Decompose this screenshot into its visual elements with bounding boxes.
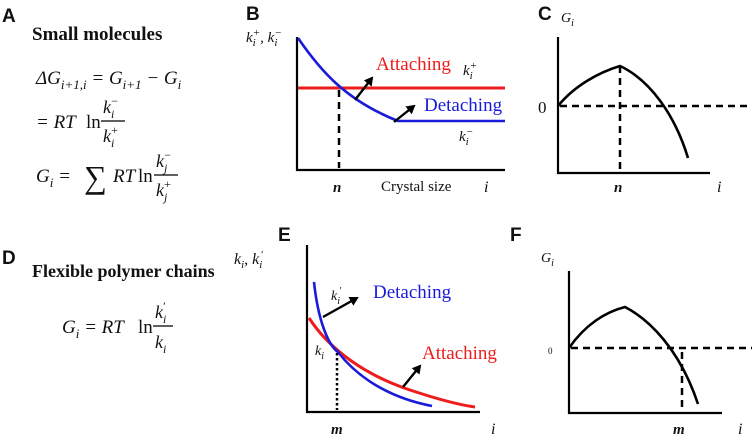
- panel-b-axes: [295, 37, 505, 172]
- panel-e-axes: [305, 245, 480, 414]
- panel-e-attaching-label: Attaching: [422, 343, 497, 364]
- svg-text:ki−: ki−: [103, 94, 118, 121]
- svg-text:Gi =: Gi =: [36, 166, 71, 190]
- svg-text:RT: RT: [112, 166, 137, 187]
- panel-a-title: Small molecules: [32, 24, 162, 45]
- panel-a-equation-ratio: = RT ln ki− ki+: [36, 94, 125, 150]
- panel-b-detaching-arrow: [393, 104, 416, 123]
- svg-text:= RT: = RT: [36, 112, 77, 133]
- svg-text:Gi = RT: Gi = RT: [62, 317, 125, 341]
- panel-c-y-label: Gi: [561, 11, 574, 29]
- panel-b-detaching-label: Detaching: [424, 95, 503, 116]
- panel-d-letter: D: [2, 248, 16, 269]
- panel-a: A Small molecules ΔGi+1,i = Gi+1 − Gi = …: [2, 6, 182, 204]
- panel-f-y-label: Gi: [541, 251, 554, 269]
- panel-b-attaching-label: Attaching: [376, 54, 451, 75]
- panel-c: C Gi 0 n i: [538, 4, 752, 196]
- panel-e: E ki, ki′ ki′ ki Detaching Attaching m i: [234, 225, 497, 438]
- panel-a-letter: A: [2, 6, 16, 27]
- panel-f-x-var: i: [738, 421, 742, 438]
- panel-e-kiprime-label: ki′: [331, 286, 342, 307]
- panel-d: D Flexible polymer chains Gi = RT ln ki′…: [2, 248, 215, 356]
- panel-c-g-curve: [556, 64, 690, 159]
- panel-c-x-var: i: [717, 179, 721, 196]
- panel-e-ki-label: ki: [315, 344, 324, 362]
- panel-a-equation-gi: Gi = ∑ RT ln kj− kj+: [36, 148, 178, 204]
- panel-d-equation: Gi = RT ln ki′ ki: [62, 299, 173, 356]
- panel-a-equation-delta-g: ΔGi+1,i = Gi+1 − Gi: [35, 68, 182, 92]
- panel-b-x-label: Crystal size: [381, 179, 452, 195]
- panel-e-x-var: i: [491, 421, 495, 438]
- panel-b-attaching-arrow: [354, 76, 374, 101]
- panel-c-axes: [556, 37, 710, 175]
- panel-c-zero-label: 0: [538, 98, 547, 117]
- svg-text:kj−: kj−: [156, 148, 171, 175]
- svg-text:ΔGi+1,i = Gi+1 − Gi: ΔGi+1,i = Gi+1 − Gi: [35, 68, 182, 92]
- panel-c-x-tick-n: n: [614, 180, 622, 196]
- panel-b-x-var: i: [484, 179, 488, 196]
- panel-f-x-tick-m: m: [673, 422, 685, 438]
- panel-f-g-curve: [567, 305, 700, 405]
- panel-b-letter: B: [246, 4, 260, 25]
- svg-text:ln: ln: [86, 112, 101, 133]
- panel-b: B ki+, ki− Attaching Detaching ki+ ki− n…: [246, 4, 505, 196]
- svg-text:ki: ki: [155, 332, 166, 356]
- panel-b-detaching-curve: [296, 37, 505, 123]
- panel-c-letter: C: [538, 4, 552, 25]
- panel-f-zero-label: 0: [548, 346, 553, 356]
- svg-text:ki+: ki+: [103, 123, 118, 150]
- panel-b-kplus-label: ki+: [463, 60, 477, 82]
- svg-text:kj+: kj+: [156, 177, 171, 204]
- panel-f-letter: F: [510, 225, 522, 246]
- panel-b-x-tick-n: n: [333, 180, 341, 196]
- panel-b-y-label: ki+, ki−: [246, 27, 282, 49]
- panel-f: F Gi 0 m i: [510, 225, 752, 438]
- panel-e-x-tick-m: m: [331, 422, 343, 438]
- panel-e-letter: E: [278, 225, 291, 246]
- panel-e-detaching-arrow: [322, 296, 359, 319]
- panel-e-detaching-label: Detaching: [373, 282, 452, 303]
- svg-text:ln: ln: [138, 166, 153, 187]
- svg-text:∑: ∑: [84, 159, 107, 195]
- panel-f-axes: [567, 271, 722, 415]
- svg-text:ln: ln: [138, 317, 153, 338]
- panel-e-attaching-arrow: [402, 364, 422, 388]
- panel-e-y-label: ki, ki′: [234, 249, 263, 271]
- panel-d-title: Flexible polymer chains: [32, 261, 215, 281]
- svg-text:ki′: ki′: [155, 299, 166, 326]
- panel-e-detaching-curve: [312, 281, 433, 408]
- panel-b-kminus-label: ki−: [459, 126, 473, 148]
